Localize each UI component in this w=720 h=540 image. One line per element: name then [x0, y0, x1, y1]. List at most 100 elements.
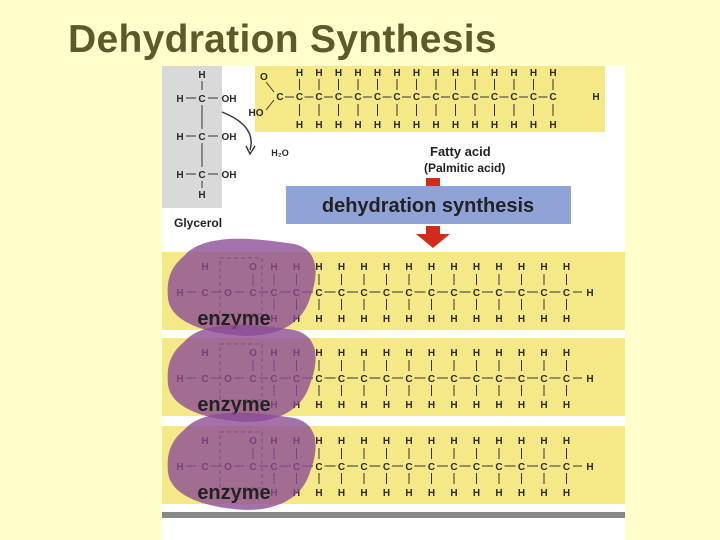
chain-h: H	[360, 436, 367, 447]
chain-h: H	[450, 314, 457, 325]
chain-c: C	[450, 288, 457, 299]
chain-h: H	[405, 348, 412, 359]
chain-c: C	[338, 374, 345, 385]
chain-h: H	[405, 400, 412, 411]
chain-h: H	[473, 348, 480, 359]
chain-h: H	[338, 348, 345, 359]
glycerol-label: Glycerol	[174, 216, 222, 230]
chain-h: H	[383, 262, 390, 273]
chain-h: H	[518, 262, 525, 273]
chain-c: C	[432, 92, 439, 103]
chain-h: H	[296, 68, 303, 79]
red-arrowhead	[416, 234, 450, 248]
chain-h: H	[338, 400, 345, 411]
chain-h: H	[518, 436, 525, 447]
chain-h: H	[510, 68, 517, 79]
chain-c: C	[450, 374, 457, 385]
chain-h: H	[450, 488, 457, 499]
chain-h: H	[428, 262, 435, 273]
chain-h: H	[360, 348, 367, 359]
chain-c: C	[383, 374, 390, 385]
chain-c: C	[383, 288, 390, 299]
chain-c: C	[374, 92, 381, 103]
process-box	[286, 186, 571, 224]
chain-c: C	[393, 92, 400, 103]
chain-h: H	[354, 68, 361, 79]
glycerol-oh: OH	[222, 132, 237, 143]
glycerol-oh: OH	[222, 94, 237, 105]
chain-h: H	[510, 120, 517, 131]
chain-h: H	[393, 120, 400, 131]
chain-h: H	[518, 348, 525, 359]
chain-h: H	[315, 400, 322, 411]
chain-c: C	[315, 288, 322, 299]
chain-h: H	[428, 400, 435, 411]
chain-h: H	[450, 400, 457, 411]
red-arrow-stem	[426, 226, 440, 234]
chain-h: H	[563, 314, 570, 325]
chain-h: H	[450, 348, 457, 359]
chain-c: C	[315, 374, 322, 385]
chain-c: C	[518, 462, 525, 473]
chain-c: C	[530, 92, 537, 103]
chain-h: H	[518, 400, 525, 411]
chain-c: C	[405, 288, 412, 299]
chain-h: H	[428, 348, 435, 359]
chain-h: H	[563, 488, 570, 499]
chain-c: C	[450, 462, 457, 473]
chain-c: C	[563, 288, 570, 299]
chain-h: H	[473, 488, 480, 499]
water-arrow	[221, 111, 252, 151]
chain-h: H	[428, 488, 435, 499]
enzyme-blob	[167, 412, 316, 510]
chain-c: C	[335, 92, 342, 103]
chain-c: C	[413, 92, 420, 103]
ho-bond	[265, 99, 275, 111]
chain-c: C	[383, 462, 390, 473]
chain-c: C	[540, 288, 547, 299]
chain-h: H	[315, 488, 322, 499]
chain-h: H	[473, 400, 480, 411]
chain-c: C	[473, 374, 480, 385]
chain-h: H	[315, 262, 322, 273]
chain-h: H	[405, 436, 412, 447]
glycerol-c: C	[198, 170, 205, 181]
chain-c: C	[491, 92, 498, 103]
chain-h: H	[563, 262, 570, 273]
chain-c: C	[495, 374, 502, 385]
chain-h: H	[549, 68, 556, 79]
glycerol-h: H	[198, 70, 205, 81]
chain-h: H	[563, 400, 570, 411]
chain-end-h: H	[586, 288, 593, 299]
enzyme-label: enzyme	[197, 482, 270, 504]
slide-title: Dehydration Synthesis	[68, 18, 497, 61]
chain-h: H	[432, 120, 439, 131]
glycerol-h: H	[176, 132, 183, 143]
chain-h: H	[471, 68, 478, 79]
chain-c: C	[315, 462, 322, 473]
chain-h: H	[428, 436, 435, 447]
chain-h: H	[315, 120, 322, 131]
chain-c: C	[563, 374, 570, 385]
enzyme-label: enzyme	[197, 308, 270, 330]
chain-h: H	[495, 262, 502, 273]
chain-h: H	[540, 400, 547, 411]
chain-h: H	[335, 120, 342, 131]
chain-h: H	[473, 314, 480, 325]
chain-c: C	[428, 288, 435, 299]
chain-h: H	[530, 68, 537, 79]
chain-h: H	[530, 120, 537, 131]
chain-c: C	[540, 374, 547, 385]
chain-h: H	[495, 436, 502, 447]
chain-c: C	[338, 462, 345, 473]
chain-h: H	[495, 400, 502, 411]
carbonyl-bond	[265, 81, 275, 93]
chain-h: H	[471, 120, 478, 131]
chain-h: H	[518, 488, 525, 499]
chain-end-h: H	[592, 92, 599, 103]
chain-h: H	[540, 436, 547, 447]
glycerol-band	[162, 66, 222, 208]
enzyme-label: enzyme	[197, 394, 270, 416]
chain-h: H	[354, 120, 361, 131]
